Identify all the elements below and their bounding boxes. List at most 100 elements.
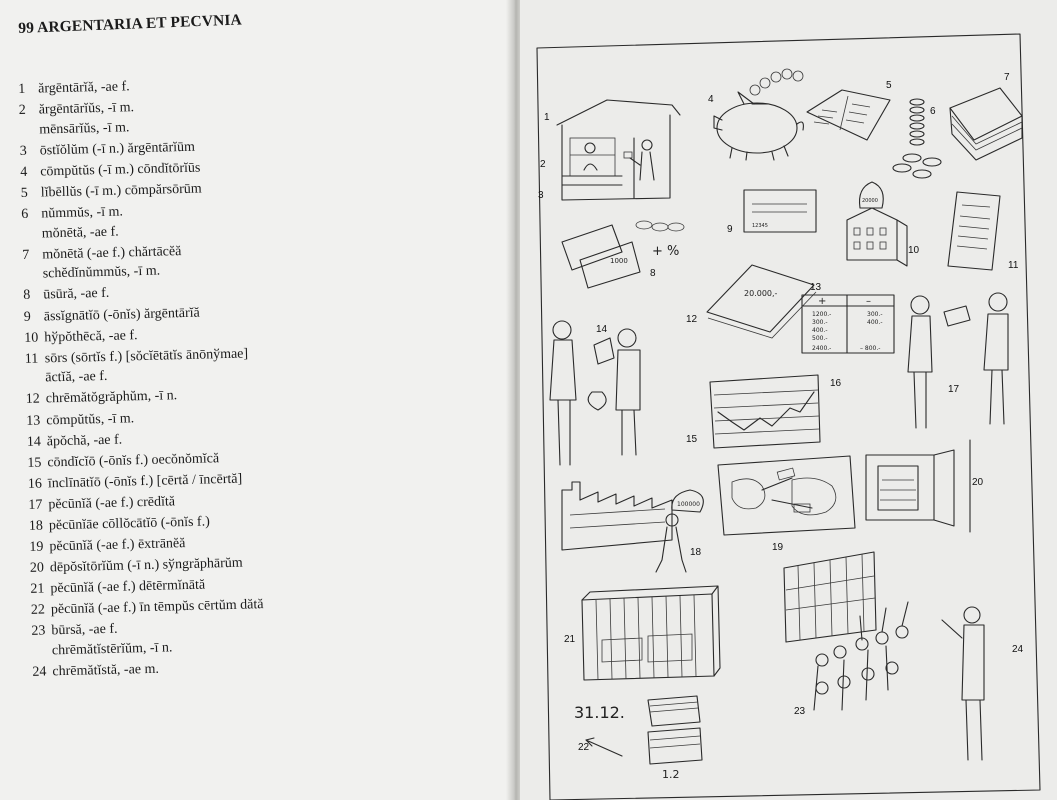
banknote-stack-illustration xyxy=(949,87,1023,161)
trend-chart-illustration xyxy=(709,374,821,449)
entry-term: chrēmătĭstă, -ae m. xyxy=(52,660,159,682)
entry-line: cōndĭcĭō (-ōnĭs f.) oecŏnŏmĭcă xyxy=(47,450,220,471)
vault-cage-illustration xyxy=(581,585,721,681)
date-end: 1.2 xyxy=(662,768,680,781)
ledger-debit-sign: – xyxy=(866,296,871,307)
cheque-book-amount: 20.000,- xyxy=(744,289,778,298)
entry-line: ărgēntārĭŭs, -ī m. xyxy=(38,100,135,118)
vocabulary-list: 1 ărgēntārĭă, -ae f. 2 ărgēntārĭŭs, -ī m.mē… xyxy=(18,69,503,685)
entry-line: pĕcūnĭă (-ae f.) crēdĭtă xyxy=(48,494,176,513)
ledger-right-entry: 300.- xyxy=(867,311,883,318)
credit-handover-illustration xyxy=(907,292,1009,429)
open-account-book-illustration xyxy=(806,89,891,141)
entry-number: 22 xyxy=(30,602,46,619)
figure-label: 2 xyxy=(540,159,546,170)
ledger-right-total: – 800.- xyxy=(860,345,880,352)
foreign-money-map-illustration xyxy=(717,455,856,536)
mortgage-house-illustration: 20000 xyxy=(846,181,908,267)
sack-amount: 100000 xyxy=(677,501,700,508)
figure-label: 10 xyxy=(908,245,920,256)
ledger-account-illustration: + – 1200.- 300.- 400.- 500.- 2400.- 300.… xyxy=(801,294,895,354)
entry-number: 7 xyxy=(22,247,30,263)
entry-term: cōmpŭtŭs (-ī m.) cōndĭtōrĭūs xyxy=(40,158,201,182)
figure-label: 23 xyxy=(794,706,806,717)
entry-line: mŏnētă (-ae f.) chărtācĕă xyxy=(42,243,182,263)
entry-number: 5 xyxy=(20,185,28,201)
stock-exchange-illustration xyxy=(783,551,985,761)
figure-label: 13 xyxy=(810,282,822,293)
figure-label: 12 xyxy=(686,314,698,325)
right-page xyxy=(520,0,1057,800)
investment-factory-illustration: 100000 xyxy=(561,481,704,573)
figure-label: 4 xyxy=(708,94,714,105)
entry-line: ūsūră, -ae f. xyxy=(43,286,110,303)
entry-term: ūsūră, -ae f. xyxy=(43,284,110,305)
figure-label: 9 xyxy=(727,224,733,235)
entry-term: pĕcūnĭāe cōllŏcātĭō (-ōnĭs f.) xyxy=(49,512,210,536)
ledger-left-entry: 400.- xyxy=(812,327,828,334)
entry-term: ărgēntārĭă, -ae f. xyxy=(38,77,130,99)
entry-number: 4 xyxy=(20,164,28,180)
entry-line: mŏnētă, -ae f. xyxy=(41,224,119,242)
entry-term: āssĭgnātĭō (-ōnĭs) ărgēntārĭă xyxy=(44,303,200,326)
figure-label: 14 xyxy=(596,324,608,335)
entry-number: 11 xyxy=(24,351,39,367)
figure-label: 1 xyxy=(544,112,550,123)
entry-term: pĕcūnĭă (-ae f.) dētērmĭnātă xyxy=(50,576,205,599)
entry-number: 13 xyxy=(26,413,41,429)
entry-number: 12 xyxy=(25,391,40,408)
entry-number: 21 xyxy=(30,581,45,598)
entry-term: cōmpŭtŭs, -ī m. xyxy=(46,409,134,431)
entry-line: pĕcūnĭă (-ae f.) ēxtrānĕă xyxy=(49,536,186,555)
entry-line: lĭbēllŭs (-ī m.) cōmpărsōrūm xyxy=(40,181,202,201)
entry-number: 8 xyxy=(23,288,31,304)
entry-term: lĭbēllŭs (-ī m.) cōmpărsōrūm xyxy=(41,180,202,204)
entry-line: chrēmătĭstērĭŭm, -ī n. xyxy=(51,640,173,659)
ledger-left-total: 2400.- xyxy=(812,345,831,352)
figure-label: 11 xyxy=(1008,260,1019,271)
entry-line: cōmpŭtŭs (-ī m.) cōndĭtōrĭūs xyxy=(40,160,201,180)
figure-label: 5 xyxy=(886,80,892,91)
interest-notes-illustration: 1000 + % xyxy=(561,220,685,289)
entry-term: pĕcūnĭă (-ae f.) crēdĭtă xyxy=(48,492,175,515)
entry-term: ōstĭŏlŭm (-ī n.) ărgēntārĭūm xyxy=(40,137,196,160)
entry-term: pĕcūnĭă (-ae f.) ēxtrānĕă xyxy=(49,534,185,557)
entry-line: pĕcūnĭă (-ae f.) dētērmĭnātă xyxy=(50,577,206,597)
cheque-book-illustration: 20.000,- xyxy=(706,264,817,339)
figure-label: 16 xyxy=(830,378,842,389)
entry-number: 14 xyxy=(26,434,42,450)
interest-symbol: + % xyxy=(652,244,679,259)
entry-number: 15 xyxy=(27,455,42,471)
entry-term: ăpŏchă, -ae f. xyxy=(47,430,123,451)
entry-number: 17 xyxy=(28,497,43,513)
entry-line: mēnsārĭŭs, -ī m. xyxy=(39,119,130,138)
entry-term: nŭmmŭs, -ī m.mŏnētă, -ae f. xyxy=(41,203,124,244)
ledger-right-entry: 400.- xyxy=(867,319,883,326)
illustration-svg: 1000 + % 12345 20000 20.000,- + – xyxy=(536,33,1041,800)
entry-number: 2 xyxy=(18,102,26,119)
figure-border xyxy=(536,33,1041,800)
figure-label: 18 xyxy=(690,547,702,558)
entry-number: 24 xyxy=(32,664,47,680)
share-certificate-illustration xyxy=(947,191,1001,271)
entry-line: ăpŏchă, -ae f. xyxy=(46,432,123,449)
left-page xyxy=(0,0,512,800)
entry-term: hўpŏthēcă, -ae f. xyxy=(44,326,138,348)
entry-term: sōrs (sōrtĭs f.) [sŏcĭētātĭs ānōnўmae]āc… xyxy=(45,344,249,388)
entry-number: 1 xyxy=(18,81,26,97)
entry-term: īnclīnātĭō (-ōnĭs f.) [cērtă / īncērtă] xyxy=(48,469,243,493)
figure-label: 7 xyxy=(1004,72,1010,83)
entry-term: ărgēntārĭŭs, -ī m.mēnsārĭŭs, -ī m. xyxy=(39,98,135,140)
figure-label: 3 xyxy=(538,190,544,201)
entry-line: cōmpŭtŭs, -ī m. xyxy=(46,410,135,428)
entry-number: 16 xyxy=(27,476,43,492)
ledger-credit-sign: + xyxy=(818,296,826,307)
fixed-term-deposit-illustration: 31.12. 1.2 xyxy=(574,695,703,781)
entry-line: āssĭgnātĭō (-ōnĭs) ărgēntārĭă xyxy=(43,305,200,324)
cheque-number: 12345 xyxy=(752,223,768,229)
entry-number: 18 xyxy=(28,518,44,534)
receipt-exchange-illustration xyxy=(549,320,641,466)
figure-label: 20 xyxy=(972,477,984,488)
sack-amount-top: 20000 xyxy=(862,198,878,204)
entry-line: ărgēntārĭă, -ae f. xyxy=(38,79,130,97)
